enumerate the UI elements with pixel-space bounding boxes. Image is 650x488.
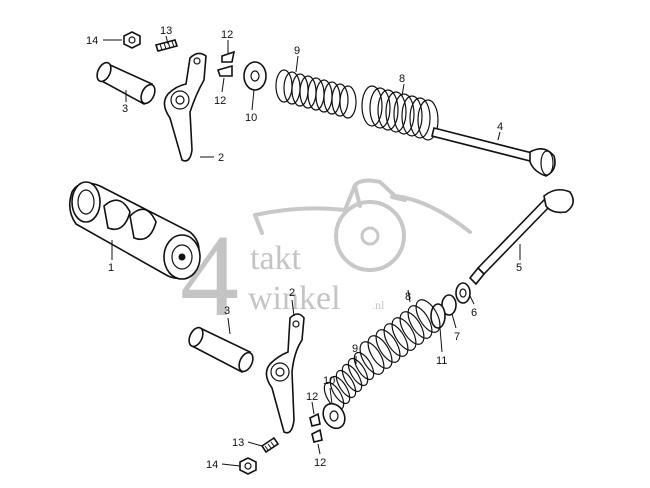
rocker-arm-2-upper [163, 52, 207, 162]
callout-11: 11 [436, 355, 447, 367]
nut-14-lower [239, 457, 257, 475]
watermark-line1: takt [250, 240, 302, 277]
callout-3-upper: 3 [122, 103, 128, 115]
valve-4 [431, 127, 556, 177]
callout-7: 7 [454, 331, 460, 343]
callout-12-lower-b: 12 [314, 457, 326, 469]
callout-labels: 14 13 12 12 3 10 9 8 4 2 1 5 6 7 11 8 2 … [86, 25, 522, 471]
valve-5 [468, 188, 574, 286]
callout-13-lower: 13 [232, 437, 244, 449]
watermark-logo: 4 takt winkel .nl [180, 178, 472, 341]
rocker-arm-2-lower [265, 313, 305, 434]
callout-6: 6 [471, 307, 477, 319]
cotter-12-d [311, 428, 323, 443]
valve-spring-8-lower [359, 299, 441, 375]
callout-13-upper: 13 [160, 25, 172, 37]
stud-13-lower [260, 436, 280, 454]
spring-retainer-10-upper [243, 61, 267, 91]
camshaft-1 [68, 181, 201, 280]
cotter-12-a [221, 50, 236, 63]
callout-12-lower-a: 12 [306, 391, 318, 403]
leader-lines [103, 35, 521, 467]
watermark-suffix: .nl [372, 298, 385, 312]
spring-retainer-10-lower [322, 402, 346, 430]
callout-2-upper: 2 [218, 152, 224, 164]
cotter-12-b [216, 64, 233, 77]
rocker-shaft-3-lower [188, 326, 254, 374]
callout-8-lower: 8 [405, 291, 411, 303]
callout-3-lower: 3 [224, 305, 230, 317]
valve-spring-9-lower [323, 351, 375, 411]
callout-9-upper: 9 [294, 45, 300, 57]
callout-5: 5 [516, 262, 522, 274]
nut-14-upper [123, 31, 141, 49]
callout-14-lower: 14 [206, 459, 218, 471]
callout-10-lower: 10 [323, 375, 335, 387]
callout-12-upper-a: 12 [221, 29, 233, 41]
callout-4: 4 [497, 121, 503, 133]
valve-spring-9-upper [275, 69, 357, 119]
callout-12-upper-b: 12 [214, 95, 226, 107]
callout-10-upper: 10 [245, 112, 257, 124]
watermark-line2: winkel [248, 280, 341, 317]
callout-14-upper: 14 [86, 35, 98, 47]
cotter-12-c [309, 412, 321, 427]
moped-outline [253, 178, 472, 234]
callout-1: 1 [108, 262, 114, 274]
stud-13-upper [154, 39, 179, 52]
moped-wheel [334, 200, 406, 272]
valve-seal-6 [455, 282, 471, 304]
rocker-shaft-3-upper [96, 61, 156, 106]
valve-spring-8-upper [361, 85, 439, 141]
callout-2-lower: 2 [289, 287, 295, 299]
callout-8-upper: 8 [399, 73, 405, 85]
callout-9-lower: 9 [352, 343, 358, 355]
